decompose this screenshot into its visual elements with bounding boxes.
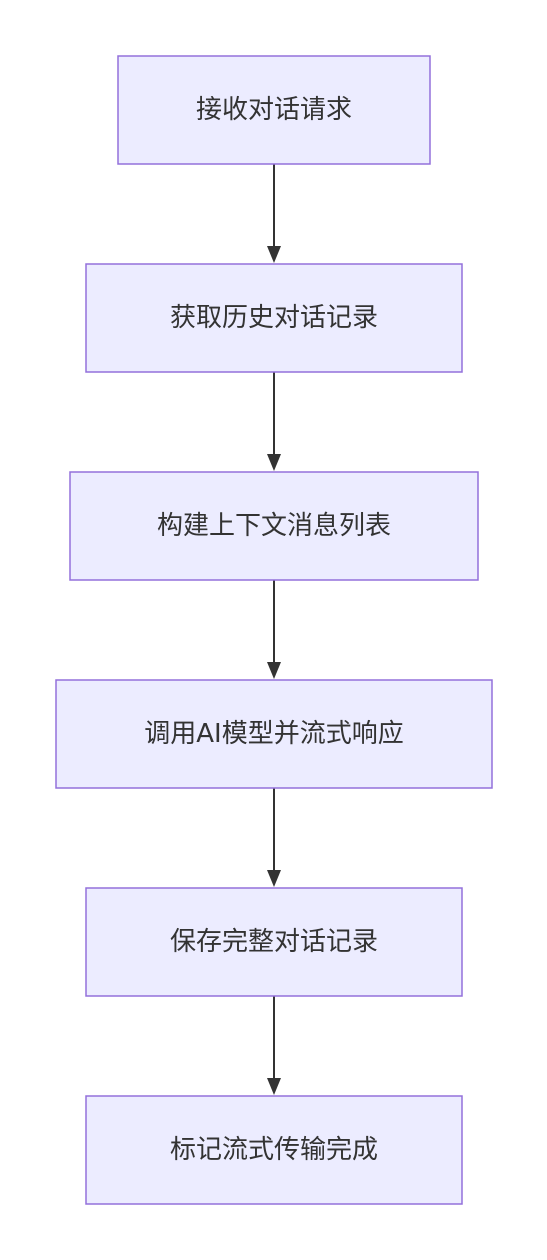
arrow-head-icon (267, 870, 281, 887)
flow-node-box (85, 887, 463, 997)
flow-node-3: 构建上下文消息列表 (69, 471, 479, 581)
flow-node-box (117, 55, 431, 165)
flow-node-label: 保存完整对话记录 (170, 927, 378, 957)
arrow-head-icon (267, 1078, 281, 1095)
flow-node-2: 获取历史对话记录 (85, 263, 463, 373)
flow-node-box (85, 1095, 463, 1205)
flow-edge-4 (267, 788, 281, 887)
flow-edge-5 (267, 996, 281, 1095)
flow-edge-1 (267, 164, 281, 263)
flow-node-1: 接收对话请求 (117, 55, 431, 165)
flow-node-box (85, 263, 463, 373)
flow-node-label: 获取历史对话记录 (170, 303, 378, 333)
nodes-layer: 接收对话请求获取历史对话记录构建上下文消息列表调用AI模型并流式响应保存完整对话… (55, 55, 493, 1205)
arrow-head-icon (267, 662, 281, 679)
flow-node-label: 调用AI模型并流式响应 (144, 719, 403, 749)
flow-node-label: 构建上下文消息列表 (157, 511, 391, 541)
flow-edge-2 (267, 372, 281, 471)
flow-node-5: 保存完整对话记录 (85, 887, 463, 997)
flow-node-box (55, 679, 493, 789)
flow-edge-3 (267, 580, 281, 679)
flow-node-label: 标记流式传输完成 (170, 1135, 378, 1165)
flow-node-box (69, 471, 479, 581)
arrow-head-icon (267, 246, 281, 263)
flow-node-4: 调用AI模型并流式响应 (55, 679, 493, 789)
flow-node-label: 接收对话请求 (196, 95, 352, 125)
edges-layer (267, 164, 281, 1095)
arrow-head-icon (267, 454, 281, 471)
flow-node-6: 标记流式传输完成 (85, 1095, 463, 1205)
